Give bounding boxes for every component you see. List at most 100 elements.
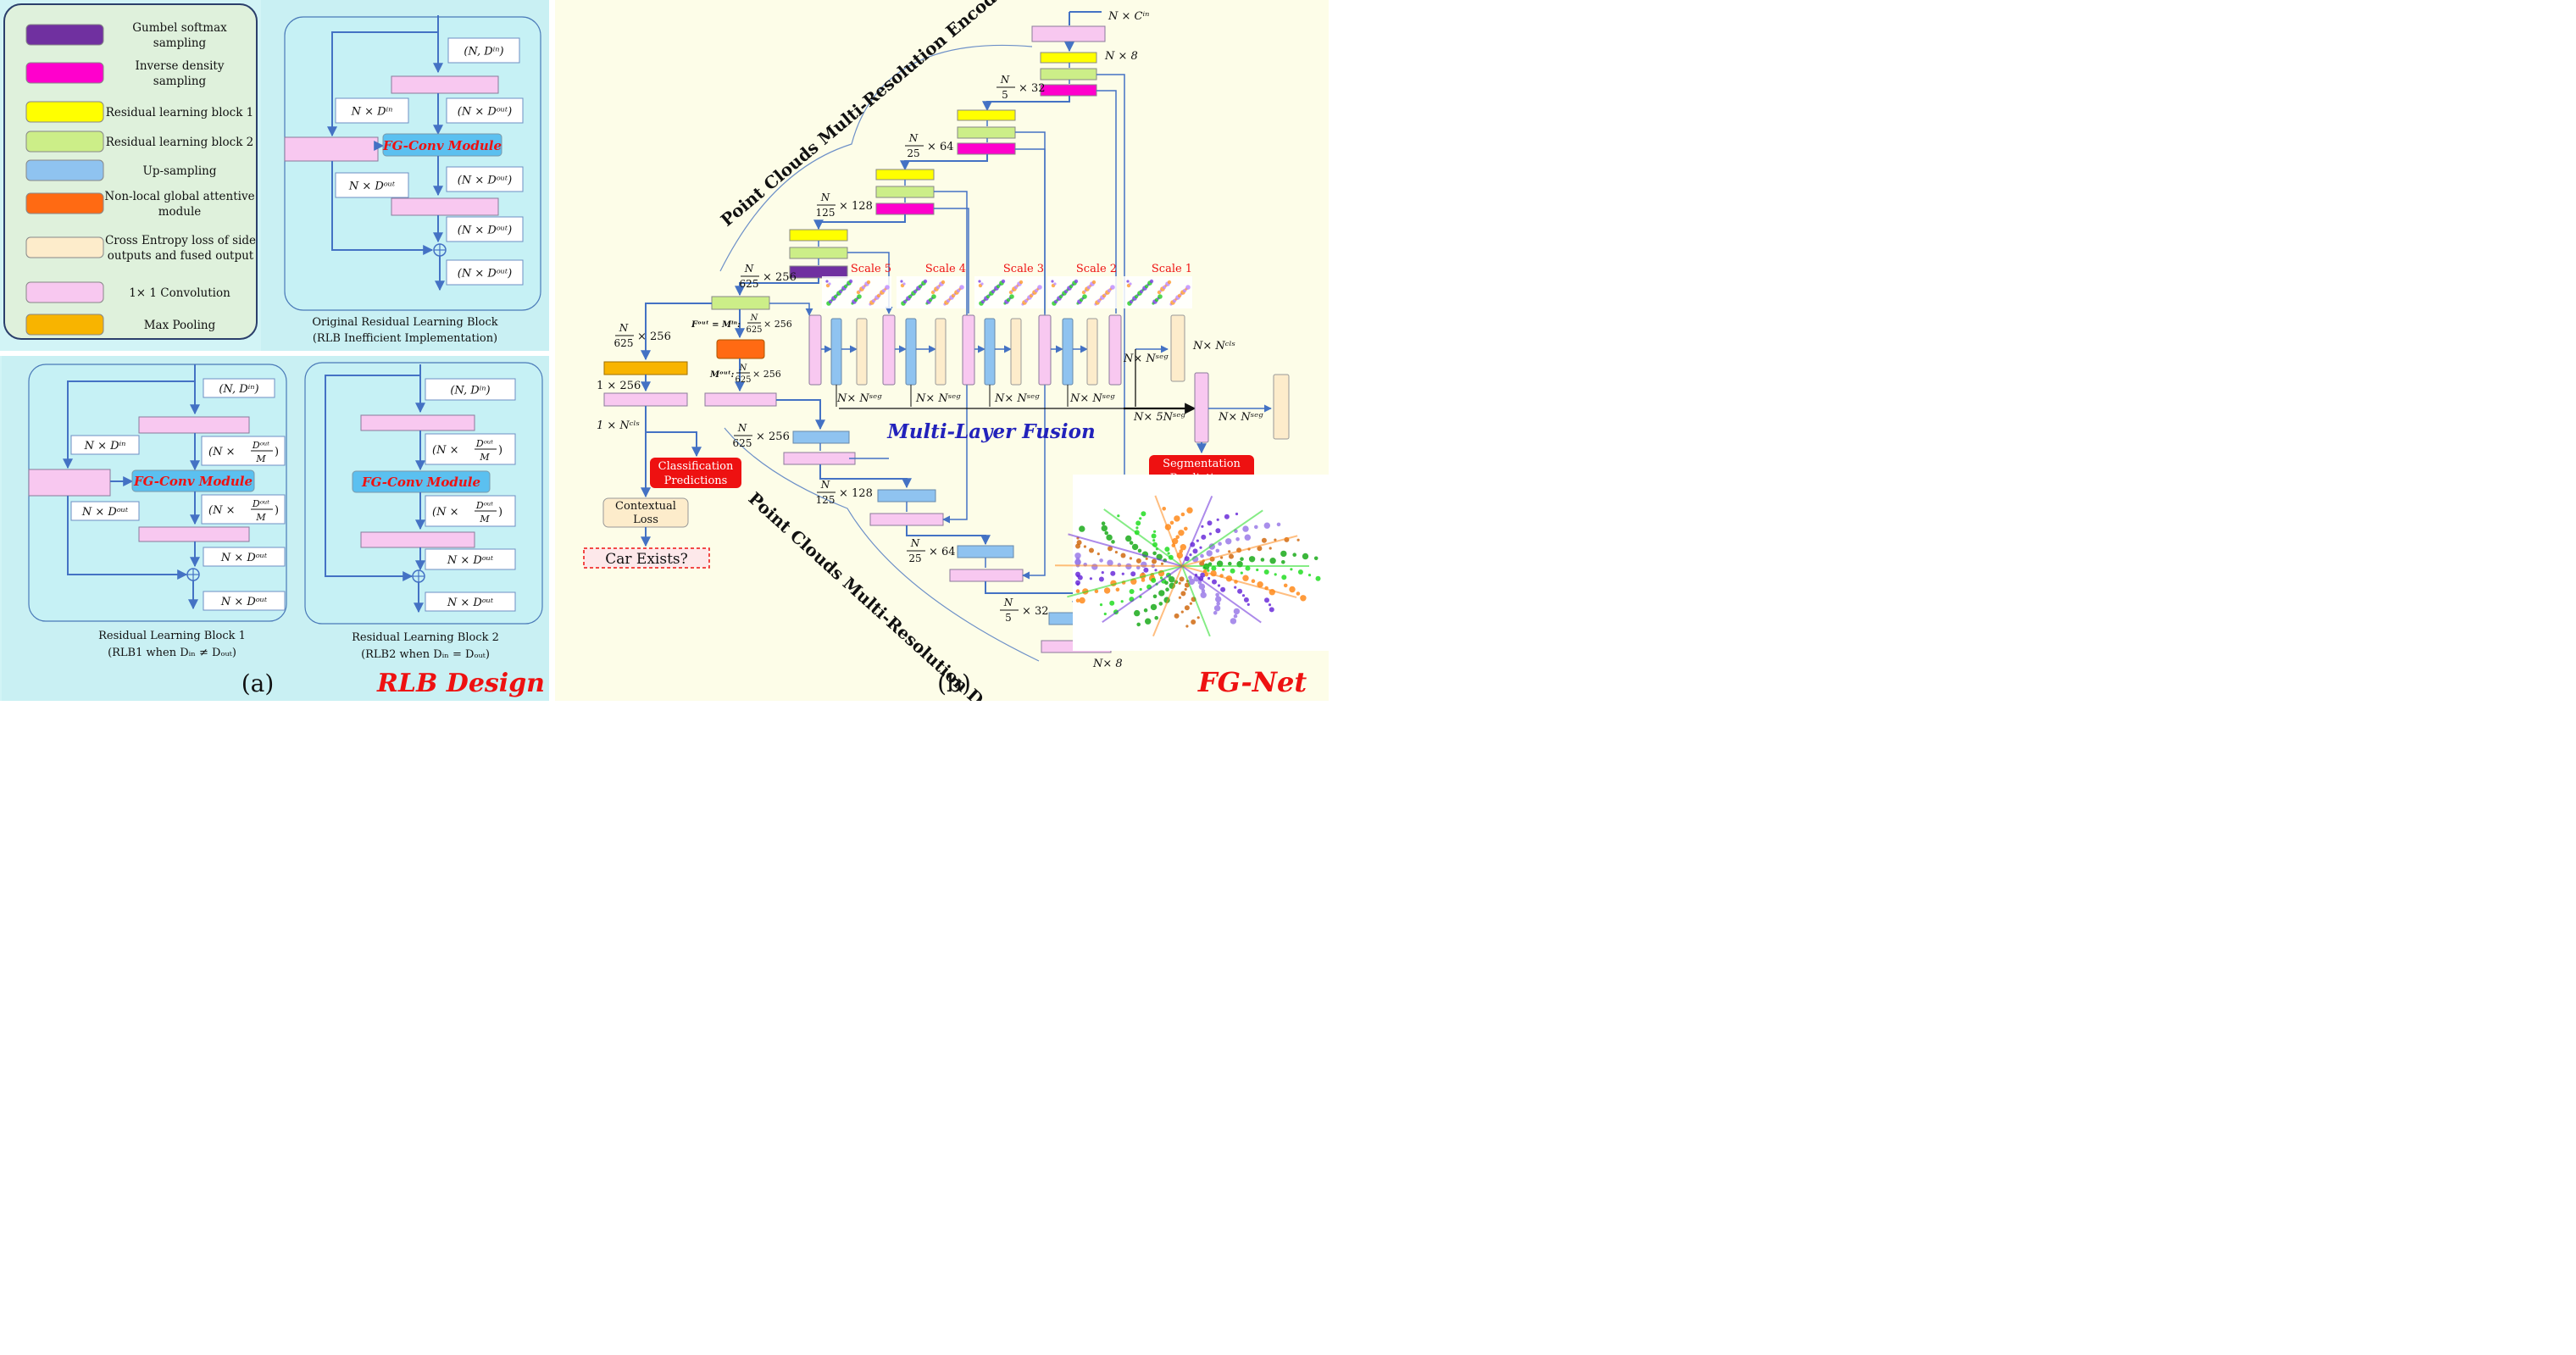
svg-text:M: M: [479, 452, 490, 463]
legend-swatch-inverse_density: [25, 62, 104, 84]
side-loss-5: [1170, 314, 1185, 382]
svg-text:N: N: [1000, 74, 1010, 86]
rlb1-conv-2: [138, 526, 250, 542]
legend-item-conv: 1× 1 Convolution: [25, 281, 230, 303]
rlb1-conv-1: [138, 416, 250, 434]
dim-cls-b: 1 × Nᶜˡˢ: [597, 419, 640, 432]
svg-text:(N, Dⁱⁿ): (N, Dⁱⁿ): [450, 385, 490, 397]
svg-text:(N × Dᵒᵘᵗ): (N × Dᵒᵘᵗ): [458, 106, 513, 119]
rlb1-dim-side-out: [70, 501, 140, 521]
svg-text:(N × Dᵒᵘᵗ): (N × Dᵒᵘᵗ): [458, 175, 513, 187]
enc2-rlb1: [957, 109, 1016, 121]
legend-label-nonlocal: module: [158, 205, 202, 219]
svg-text:Mᵒᵘᵗ:: Mᵒᵘᵗ:: [709, 370, 735, 380]
svg-text:× 32: × 32: [1022, 605, 1049, 618]
block-original: FG-Conv Module (N, Dⁱⁿ)N × Dⁱⁿ(N × Dᵒᵘᵗ)…: [284, 15, 541, 345]
legend-item-maxpool: Max Pooling: [25, 314, 216, 336]
side-up-3: [984, 318, 996, 386]
dim-d1: N× 8: [1092, 658, 1123, 670]
rlb1-dim-conv2: [203, 547, 286, 567]
orig-title: Original Residual Learning Block: [312, 316, 497, 329]
svg-text:(N ×: (N ×: [208, 446, 235, 458]
dim-d2: N5× 32: [1000, 597, 1049, 624]
side-conv-3: [962, 314, 975, 386]
orig-dim-conv2: [446, 216, 524, 242]
svg-text:Dᵒᵘᵗ: Dᵒᵘᵗ: [475, 500, 493, 511]
svg-text:N × Dⁱⁿ: N × Dⁱⁿ: [84, 440, 126, 453]
legend-item-rlb1: Residual learning block 1: [25, 101, 253, 123]
point-cloud-image: [1055, 475, 1329, 651]
svg-text:× 256: × 256: [637, 330, 671, 343]
dec4-up: [877, 489, 936, 503]
enc3-rlb1: [875, 169, 935, 180]
svg-text:N: N: [619, 322, 629, 334]
svg-text:(N ×: (N ×: [432, 444, 458, 457]
svg-text:N × Dⁱⁿ: N × Dⁱⁿ: [351, 106, 393, 119]
legend-swatch-maxpool: [25, 314, 104, 336]
side-conv-5: [1108, 314, 1122, 386]
svg-text:25: 25: [908, 553, 921, 564]
enc5-rlb2: [711, 296, 770, 310]
panel-a-title: RLB Design: [376, 669, 545, 698]
svg-text:25: 25: [907, 147, 919, 159]
legend-label-maxpool: Max Pooling: [144, 319, 216, 332]
svg-text:N: N: [744, 263, 754, 275]
rlb1-dim-input: [203, 378, 275, 398]
dim-cls-side: N× Nᶜˡˢ: [1192, 340, 1235, 353]
rlb2-dim-fgconv: [425, 495, 516, 527]
side-loss-2: [935, 318, 947, 386]
nonlocal-module: [716, 339, 765, 359]
dec3-up: [957, 545, 1014, 558]
contextual-label-1: Contextual: [615, 500, 676, 513]
orig-dim-output: [446, 259, 524, 286]
svg-text:N: N: [737, 422, 747, 434]
svg-text:(N × Dᵒᵘᵗ): (N × Dᵒᵘᵗ): [458, 268, 513, 280]
svg-text:N: N: [1003, 597, 1013, 608]
svg-text:): ): [275, 446, 279, 458]
svg-text:(N, Dⁱⁿ): (N, Dⁱⁿ): [464, 46, 503, 58]
enc1-rlb1: [1040, 52, 1097, 64]
svg-text:): ): [498, 444, 502, 457]
dim-seg-fused: N× Nˢᵉᵍ: [1218, 411, 1263, 424]
svg-text:× 128: × 128: [839, 487, 873, 500]
legend-item-rlb2: Residual learning block 2: [25, 131, 253, 153]
svg-text:N: N: [750, 314, 759, 323]
rlb1-fgconv: [131, 469, 255, 492]
svg-text:M: M: [255, 512, 266, 523]
mout-conv: [704, 392, 777, 407]
orig-conv-side: [284, 136, 379, 162]
side-conv-1: [808, 314, 822, 386]
dec5-conv: [783, 452, 856, 465]
dim-seg-3: N× Nˢᵉᵍ: [994, 392, 1040, 405]
svg-text:M: M: [255, 453, 266, 464]
rlb2-fgconv-label: FG-Conv Module: [361, 475, 480, 490]
orig-dim-conv1: [446, 97, 524, 124]
enc4-gumbel: [789, 265, 848, 279]
classification-label-2: Predictions: [664, 475, 728, 487]
orig-dim-fgconv: [446, 166, 524, 192]
orig-dim-side-out: [335, 172, 409, 198]
rlb1-subtitle: (RLB1 when Dᵢₙ ≠ Dₒᵤₜ): [108, 647, 236, 659]
dec4-conv: [869, 513, 944, 526]
scale-label-2: Scale 2: [1076, 263, 1117, 275]
dim-e3: N25× 64: [905, 132, 954, 159]
svg-text:625: 625: [735, 375, 751, 385]
svg-text:(N, Dⁱⁿ): (N, Dⁱⁿ): [219, 383, 258, 396]
svg-text:Dᵒᵘᵗ: Dᵒᵘᵗ: [252, 498, 269, 509]
legend-label-conv: 1× 1 Convolution: [129, 286, 230, 300]
orig-conv-1: [391, 75, 499, 94]
svg-text:× 256: × 256: [756, 430, 790, 443]
svg-text:× 64: × 64: [929, 546, 956, 558]
svg-text:N: N: [820, 479, 830, 491]
side-up-4: [1062, 318, 1074, 386]
fusion-conv: [1194, 372, 1209, 443]
dim-d3: N25× 64: [907, 537, 956, 564]
rlb2-dim-input: [425, 378, 516, 401]
